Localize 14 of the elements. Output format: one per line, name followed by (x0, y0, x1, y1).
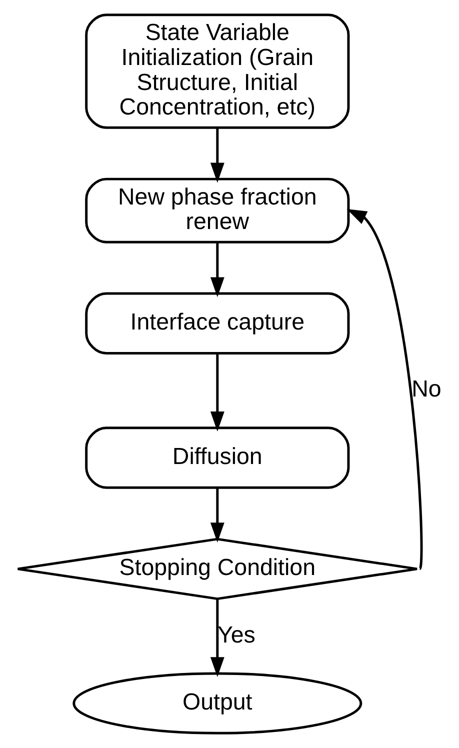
arrow (346, 208, 423, 570)
node-ellipse: Output (72, 672, 362, 734)
edge-label: Yes (218, 621, 256, 648)
node-box: New phase fraction renew (85, 178, 350, 244)
node-box: State Variable Initialization (Grain Structure, Initial Concentration, etc) (85, 14, 350, 129)
arrow (210, 128, 224, 183)
arrow (210, 242, 224, 298)
arrow (210, 488, 224, 543)
node-box: Diffusion (85, 426, 350, 489)
node-box: Interface capture (85, 292, 350, 354)
arrow (210, 354, 224, 432)
node-diamond: Stopping Condition (16, 538, 418, 600)
edge-label: No (412, 376, 442, 402)
arrow (210, 599, 224, 678)
